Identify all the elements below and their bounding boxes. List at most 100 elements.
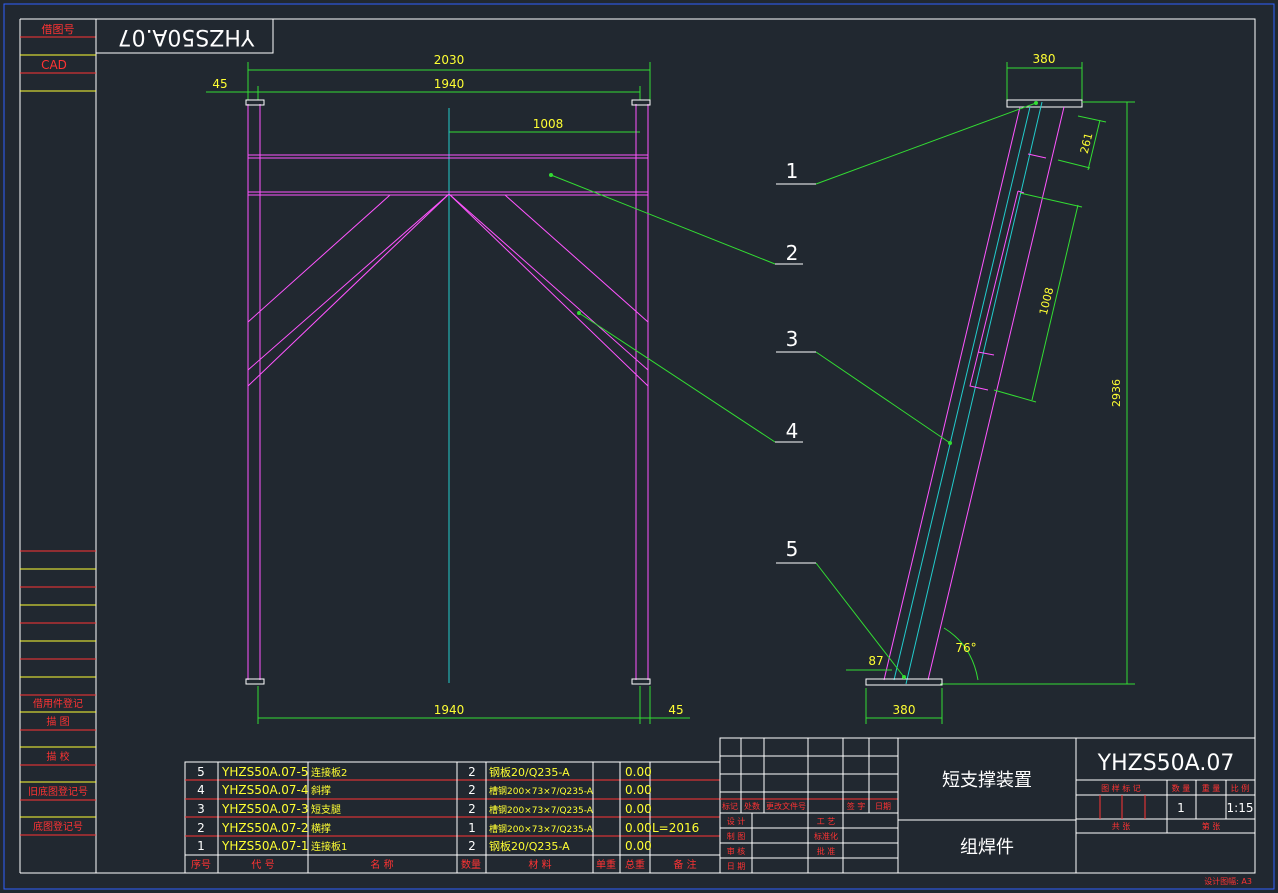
bom-header-name: 名 称	[370, 858, 393, 871]
bom-table: 5 YHZS50A.07-5 连接板2 2 钢板20/Q235-A 0.00 4…	[184, 761, 721, 874]
strip-bottom-4: 底图登记号	[33, 820, 83, 833]
bom-qty: 1	[468, 821, 476, 835]
bom-no: 1	[197, 839, 205, 853]
part-subname: 组焊件	[960, 837, 1014, 858]
bom-header-material: 材 料	[528, 858, 551, 871]
callout-5: 5	[786, 537, 799, 561]
strip-bottom-2: 描 校	[46, 750, 69, 763]
bom-row: 4 YHZS50A.07-4 斜撑 2 槽钢200×73×7/Q235-A 0.…	[197, 783, 652, 797]
bom-header-unit: 单重	[596, 858, 616, 871]
bom-weight: 0.00	[625, 802, 652, 816]
sheet-total: 共 张	[1112, 822, 1131, 831]
stage-header-2: 重 量	[1202, 783, 1221, 793]
bom-header: 序号 代 号 名 称 数量 材 料 单重 总重 备 注	[191, 858, 697, 871]
sheet-size: 设计图幅: A3	[1204, 876, 1252, 886]
dim-bottom-width: 380	[893, 703, 916, 717]
rev-header-4: 日期	[875, 802, 891, 811]
drawing-code: YHZS50A.07	[1097, 751, 1235, 776]
bom-name: 短支腿	[311, 803, 341, 816]
stage-header-3: 比 例	[1231, 783, 1250, 793]
callout-1: 1	[786, 159, 799, 183]
bom-header-total: 总重	[625, 858, 645, 871]
callout-4: 4	[786, 419, 799, 443]
bom-weight: 0.00	[625, 783, 652, 797]
strip-top-0: 借图号	[42, 23, 75, 36]
bom-header-qty: 数量	[461, 858, 481, 871]
dim-span-bottom: 1940	[434, 703, 465, 717]
outer-frame	[3, 3, 1275, 890]
bom-no: 5	[197, 765, 205, 779]
dim-span-top: 1940	[434, 77, 465, 91]
dim-top-width: 380	[1033, 52, 1056, 66]
bom-header-note: 备 注	[673, 858, 696, 871]
signoff-right-2: 批 准	[817, 846, 836, 856]
strip-bottom-0: 借用件登记	[33, 697, 83, 710]
strip-bottom-3: 旧底图登记号	[28, 785, 88, 798]
dim-offset-left: 45	[212, 77, 227, 91]
dim-overall: 2030	[434, 53, 465, 67]
qty-value: 1	[1177, 801, 1185, 815]
bom-header-no: 序号	[191, 858, 211, 871]
bom-qty: 2	[468, 765, 476, 779]
signoff-left-1: 制 图	[727, 831, 746, 841]
dim-angle: 76°	[955, 641, 976, 655]
bom-qty: 2	[468, 783, 476, 797]
bom-material: 槽钢200×73×7/Q235-A	[489, 804, 594, 816]
bom-header-code: 代 号	[251, 859, 274, 871]
dim-half: 1008	[533, 117, 564, 131]
bom-note: L=2016	[652, 821, 699, 835]
front-view: 2030 1940 45 1008 1940 45	[206, 53, 803, 724]
part-name: 短支撑装置	[942, 770, 1032, 791]
bom-name: 连接板1	[311, 840, 347, 853]
bom-material: 钢板20/Q235-A	[489, 839, 570, 853]
bom-code: YHZS50A.07-3	[221, 802, 309, 816]
mirrored-code-box: YHZS50A.07	[95, 18, 274, 54]
bom-code: YHZS50A.07-1	[221, 839, 309, 853]
signoff-left-0: 设 计	[727, 816, 746, 826]
left-strip: 借图号 CAD 借用件登记 描 图 描 校 旧底图登记号 底图登记号	[19, 18, 96, 874]
bom-weight: 0.00	[625, 765, 652, 779]
bom-row: 2 YHZS50A.07-2 横撑 1 槽钢200×73×7/Q235-A 0.…	[197, 821, 699, 835]
dim-foot-offset: 87	[868, 654, 883, 668]
rev-header-1: 处数	[744, 801, 760, 811]
bom-code: YHZS50A.07-5	[221, 765, 309, 779]
callout-2: 2	[786, 241, 799, 265]
bom-name: 斜撑	[311, 784, 331, 797]
bom-material: 槽钢200×73×7/Q235-A	[489, 823, 594, 835]
bom-row: 5 YHZS50A.07-5 连接板2 2 钢板20/Q235-A 0.00	[197, 765, 652, 779]
stage-header-0: 图 样 标 记	[1101, 783, 1141, 793]
strip-bottom-1: 描 图	[46, 715, 69, 728]
scale-value: 1:15	[1227, 801, 1254, 815]
signoff-left-2: 审 核	[727, 846, 746, 856]
bom-qty: 2	[468, 802, 476, 816]
dim-offset-right: 45	[668, 703, 683, 717]
strip-top-1: CAD	[41, 58, 67, 72]
bom-no: 2	[197, 821, 205, 835]
sheet-number: 第 张	[1202, 821, 1221, 831]
callout-3: 3	[786, 327, 799, 351]
rev-header-3: 签 字	[847, 801, 866, 811]
bom-code: YHZS50A.07-2	[221, 821, 309, 835]
bom-row: 3 YHZS50A.07-3 短支腿 2 槽钢200×73×7/Q235-A 0…	[197, 802, 652, 816]
title-block: 标记 处数 更改文件号 签 字 日期 设 计 制 图 审 核 日 期 工 艺 标…	[719, 737, 1256, 886]
bom-name: 连接板2	[311, 766, 347, 779]
bom-material: 钢板20/Q235-A	[489, 765, 570, 779]
bom-name: 横撑	[311, 822, 331, 835]
dim-brace-len: 1008	[1037, 286, 1056, 316]
rev-header-0: 标记	[722, 801, 738, 811]
signoff-left-3: 日 期	[727, 862, 746, 871]
rev-header-2: 更改文件号	[766, 801, 806, 811]
bom-weight: 0.00	[625, 821, 652, 835]
bom-qty: 2	[468, 839, 476, 853]
stage-header-1: 数 量	[1172, 783, 1191, 793]
dim-height: 2936	[1110, 379, 1123, 407]
side-view: 380 261 1008 2936 380 87	[776, 52, 1135, 724]
bom-material: 槽钢200×73×7/Q235-A	[489, 785, 594, 797]
bom-no: 4	[197, 783, 205, 797]
dim-seg: 261	[1078, 131, 1096, 155]
bom-no: 3	[197, 802, 205, 816]
mirrored-code: YHZS50A.07	[118, 24, 256, 49]
bom-code: YHZS50A.07-4	[221, 783, 309, 797]
bom-row: 1 YHZS50A.07-1 连接板1 2 钢板20/Q235-A 0.00	[197, 839, 652, 853]
